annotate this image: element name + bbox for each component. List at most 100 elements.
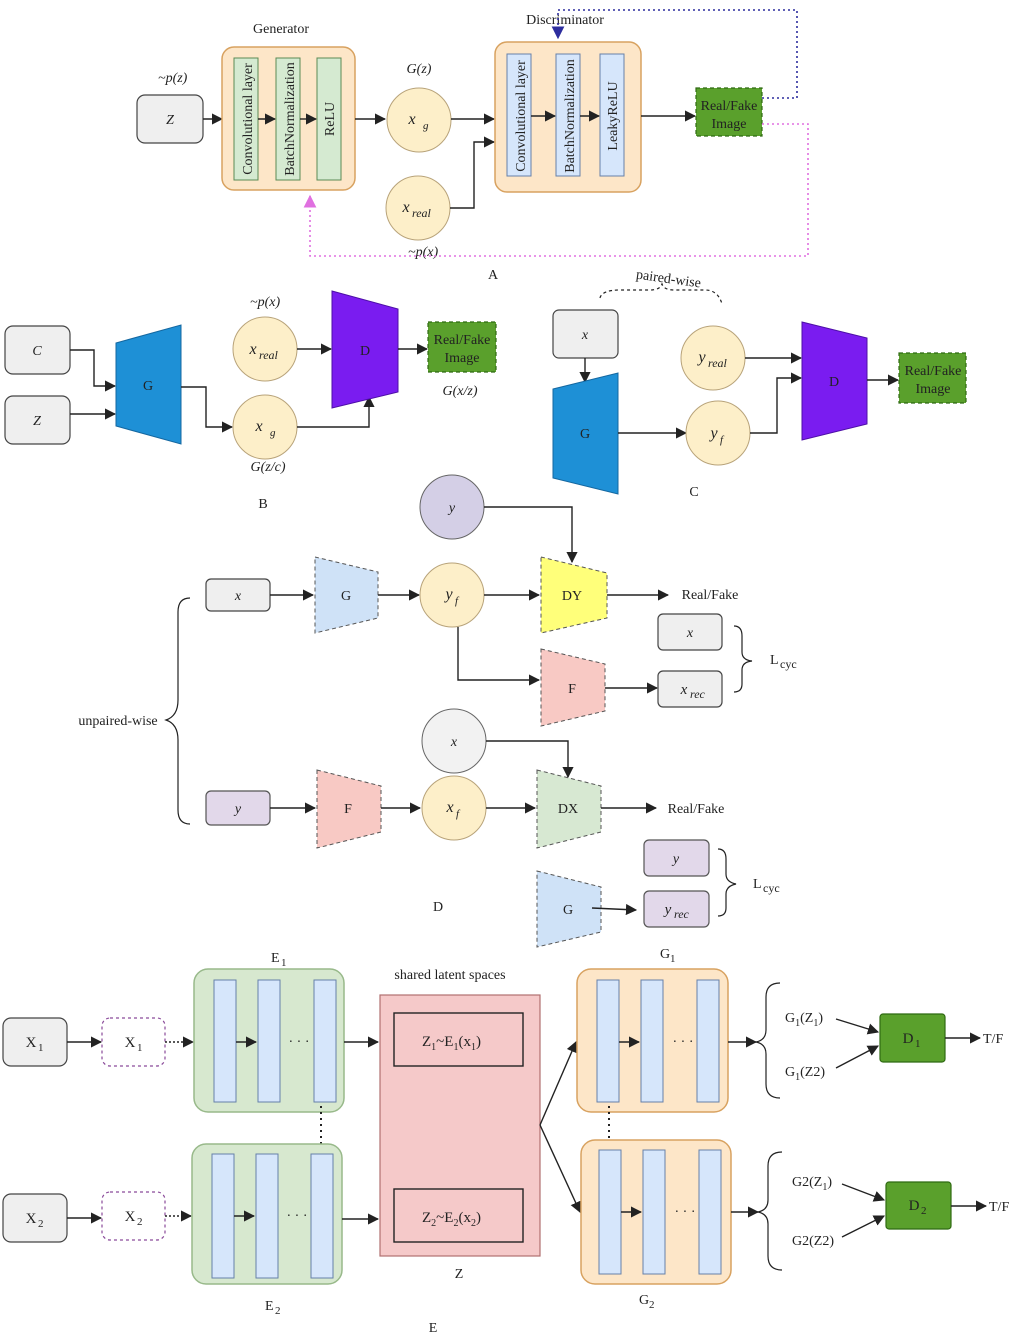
generator-trapezoid-c: [552, 372, 619, 495]
e1-ellipsis: · · ·: [289, 1035, 310, 1050]
e1-subscript: 1: [281, 957, 287, 969]
panel-e-caption: E: [429, 1321, 438, 1336]
g1z1-label: G1(Z1): [785, 1011, 823, 1029]
g2z2-label: G2(Z2): [792, 1234, 834, 1249]
panel-a-caption: A: [488, 268, 499, 283]
tf-label-1: T/F: [983, 1032, 1003, 1047]
arrow-g2z2-to-d2: [841, 1215, 886, 1238]
e2-ellipsis: · · ·: [287, 1209, 308, 1224]
output-b-line2: Image: [445, 351, 480, 366]
shared-latent-space: [379, 994, 541, 1257]
g1-ellipsis: · · ·: [673, 1035, 694, 1050]
panel-b-caption: B: [258, 497, 267, 512]
discriminator-dy: [540, 556, 608, 634]
xf-node-d: [421, 775, 487, 841]
real-fake-output-b: [427, 321, 497, 373]
yrec-box: [643, 890, 710, 928]
d2-subscript: 2: [921, 1205, 927, 1217]
generator-g-bottom: [536, 870, 602, 948]
e2-layer-1: [211, 1153, 235, 1279]
z-input-label-b: Z: [33, 414, 41, 429]
x-target-label: x: [450, 735, 458, 750]
xg-node: [386, 87, 452, 153]
arrow-y-to-dy: [484, 506, 578, 564]
generator-g-d-label: G: [341, 589, 351, 604]
lcyc-brace-1: [733, 625, 753, 693]
x1-encoded-box: [101, 1017, 166, 1067]
g1-layer-2: [640, 979, 664, 1103]
yreal-c-label: y: [696, 349, 706, 366]
gen-batchnorm-label: BatchNormalization: [283, 62, 298, 176]
g2-layer-2: [642, 1149, 666, 1275]
generator-f-bottom-label: F: [344, 802, 352, 817]
disc-leakyrelu-label: LeakyReLU: [606, 81, 621, 150]
yrec-label: y: [663, 902, 672, 918]
xreal-b-label: x: [248, 341, 256, 358]
z2-latent-box: [393, 1188, 524, 1243]
arrow-g1z2-to-d1: [835, 1045, 879, 1069]
arrow-g-to-yrec: [591, 903, 638, 916]
gen-relu-label: ReLU: [323, 102, 338, 136]
arrow-yf-to-d-c: [750, 372, 803, 434]
d2-label: D: [909, 1198, 920, 1214]
x-compare-box: [657, 613, 723, 651]
real-fake-output-a: [695, 87, 763, 137]
g1-subscript: 1: [670, 953, 676, 965]
panel-a: ~p(z) Z Generator Convolutional layer Ba…: [136, 9, 809, 283]
generator-feedback-arrow: [303, 123, 809, 257]
z1-latent-box: [393, 1012, 524, 1067]
generator-f-bottom: [316, 769, 382, 849]
panel-c-caption: C: [689, 485, 698, 500]
g1-output-brace: [755, 982, 781, 1099]
xrec-box: [657, 670, 723, 708]
x-compare-label: x: [686, 626, 694, 641]
xg-b-label: x: [254, 418, 262, 435]
e1-layer-1: [213, 979, 237, 1103]
lcyc-1-label: L: [770, 653, 779, 668]
arrow-latent-to-g2: [539, 1124, 581, 1214]
yf-c-subscript: f: [720, 434, 725, 446]
disc-batchnorm-layer: [555, 53, 581, 177]
arrow-c-to-g: [70, 349, 117, 392]
x1-input-label: X: [26, 1035, 37, 1051]
arrow-g2z1-to-d2: [841, 1183, 886, 1202]
xreal-b-subscript: real: [259, 348, 279, 362]
shared-latent-label: shared latent spaces: [394, 968, 505, 983]
xrec-subscript: rec: [690, 687, 706, 701]
xf-d-subscript: f: [456, 808, 461, 820]
y-input-d-label: y: [233, 802, 242, 817]
z-input-box-b: [4, 395, 71, 445]
discriminator-b-label: D: [360, 344, 370, 359]
lcyc-2-label: L: [753, 877, 762, 892]
e1-label: E: [271, 951, 280, 966]
g2-layer-3: [698, 1149, 722, 1275]
x2-encoded-box: [101, 1191, 166, 1241]
lcyc-2-subscript: cyc: [763, 881, 780, 895]
gen-batchnorm-layer: [275, 57, 301, 181]
generator-g-bottom-label: G: [563, 903, 573, 918]
discriminator-feedback-arrow: [551, 9, 798, 99]
discriminator-dx: [536, 769, 602, 849]
discriminator-trapezoid-c: [801, 321, 868, 441]
gen-conv-layer: [233, 57, 259, 181]
yreal-c-subscript: real: [708, 356, 728, 370]
xreal-label: x: [401, 199, 409, 216]
panel-b: C Z G ~p(x) x real x g G(z/c) D Real/Fak…: [4, 290, 497, 512]
output-a-line1: Real/Fake: [701, 99, 758, 114]
arrow-xg-to-d-b: [297, 395, 375, 428]
g2-label: G: [639, 1293, 649, 1308]
generator-g-d: [314, 556, 379, 634]
generator-b-label: G: [143, 379, 153, 394]
g2z1-label: G2(Z1): [792, 1175, 832, 1193]
discriminator-dx-label: DX: [558, 802, 578, 817]
gen-relu-layer: [316, 57, 342, 181]
g1-label: G: [660, 947, 670, 962]
paired-wise-label: paired-wise: [635, 268, 702, 292]
xg-subscript: g: [423, 120, 429, 132]
z2-a: Z2~E2(x2): [422, 1210, 481, 1229]
arrow-latent-to-g1: [539, 1040, 578, 1126]
arrow-xreal-to-discriminator: [450, 136, 496, 209]
gzc-label: G(z/c): [251, 460, 286, 475]
gen-conv-label: Convolutional layer: [241, 63, 256, 175]
